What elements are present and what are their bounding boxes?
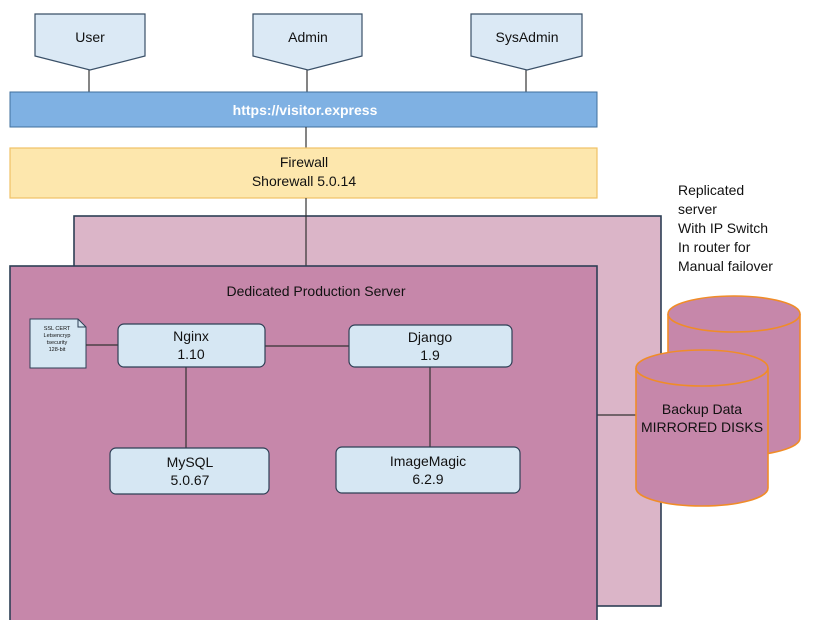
- url-bar[interactable]: https://visitor.express: [9, 91, 598, 128]
- production-server-title: Dedicated Production Server: [227, 283, 406, 299]
- service-mysql[interactable]: MySQL 5.0.67: [109, 447, 270, 495]
- service-imagemagic-name: ImageMagic: [390, 453, 466, 469]
- ssl-doc-line-4: 128-bit: [49, 347, 66, 353]
- actor-sysadmin[interactable]: SysAdmin: [470, 13, 583, 71]
- ssl-doc-line-2: Letsencryp: [44, 333, 71, 339]
- actor-user[interactable]: User: [34, 13, 146, 71]
- service-nginx[interactable]: Nginx 1.10: [117, 323, 266, 368]
- service-imagemagic-version: 6.2.9: [412, 471, 443, 487]
- actor-sysadmin-label: SysAdmin: [495, 29, 558, 45]
- firewall-title: Firewall: [280, 154, 328, 170]
- replica-note: Replicated server With IP Switch In rout…: [678, 182, 773, 274]
- service-django-version: 1.9: [420, 347, 440, 363]
- service-nginx-name: Nginx: [173, 328, 209, 344]
- actor-admin[interactable]: Admin: [252, 13, 363, 71]
- replica-note-line-5: Manual failover: [678, 258, 773, 274]
- backup-disk-line-2: MIRRORED DISKS: [641, 419, 763, 435]
- url-bar-label: https://visitor.express: [233, 102, 378, 118]
- service-mysql-version: 5.0.67: [171, 472, 210, 488]
- service-imagemagic[interactable]: ImageMagic 6.2.9: [335, 446, 521, 494]
- service-django-name: Django: [408, 329, 453, 345]
- backup-disk-front[interactable]: Backup Data MIRRORED DISKS: [635, 349, 769, 507]
- firewall-box[interactable]: Firewall Shorewall 5.0.14: [9, 147, 598, 199]
- service-mysql-name: MySQL: [167, 454, 214, 470]
- firewall-version: Shorewall 5.0.14: [252, 173, 357, 189]
- replica-note-line-3: With IP Switch: [678, 220, 768, 236]
- backup-disk-line-1: Backup Data: [662, 401, 742, 417]
- ssl-doc-line-3: tsecurity: [47, 340, 68, 346]
- replica-note-line-2: server: [678, 201, 717, 217]
- service-django[interactable]: Django 1.9: [348, 324, 513, 368]
- ssl-doc-line-1: SSL CERT: [44, 326, 71, 332]
- actor-user-label: User: [75, 29, 105, 45]
- service-nginx-version: 1.10: [177, 346, 204, 362]
- replica-note-line-4: In router for: [678, 239, 751, 255]
- replica-note-line-1: Replicated: [678, 182, 744, 198]
- ssl-cert-document-icon: SSL CERT Letsencryp tsecurity 128-bit: [29, 318, 87, 369]
- actor-admin-label: Admin: [288, 29, 328, 45]
- production-server-box[interactable]: Dedicated Production Server: [9, 265, 598, 620]
